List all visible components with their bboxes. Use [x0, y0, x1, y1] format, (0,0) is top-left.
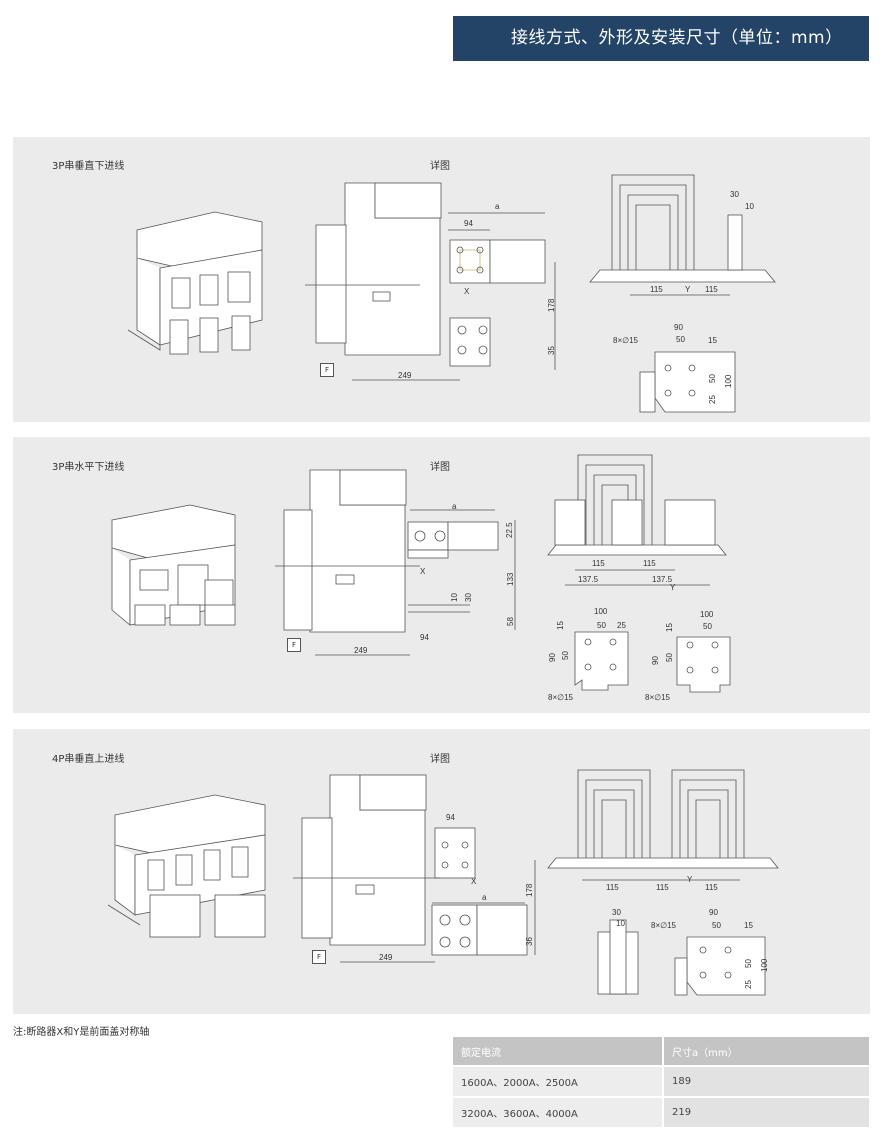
- dim-label: 115: [643, 559, 656, 568]
- dim-label: 8×∅15: [613, 336, 638, 345]
- dim-label: 50: [744, 959, 753, 968]
- dim-label: 50: [708, 374, 717, 383]
- dim-label: 15: [556, 621, 565, 630]
- dim-label: 50: [665, 653, 674, 662]
- dim-label: 115: [650, 285, 663, 294]
- busbar-front-view-2: [547, 454, 727, 586]
- terminal-plate-detail-2b: [676, 636, 731, 693]
- terminal-plate-detail-3: [597, 919, 766, 996]
- detail-label: 详图: [430, 161, 450, 172]
- column-header: 尺寸a（mm）: [662, 1037, 869, 1065]
- table-cell: 3200A、3600A、4000A: [453, 1098, 662, 1127]
- dim-label: 22.5: [505, 522, 514, 538]
- dim-label: 94: [446, 813, 455, 822]
- dim-label: 137.5: [652, 575, 673, 584]
- dim-label: 249: [379, 953, 393, 962]
- axis-note: 注:断路器X和Y是前面盖对称轴: [13, 1027, 150, 1038]
- detail-label: 详图: [430, 754, 450, 765]
- dim-label: 90: [674, 323, 683, 332]
- busbar-front-view-3: [547, 769, 779, 881]
- dim-label: 58: [506, 617, 515, 626]
- breaker-3d-view-1: [127, 211, 263, 355]
- dim-label: 50: [676, 335, 685, 344]
- table-cell: 189: [662, 1067, 869, 1096]
- breaker-side-view-2: [275, 469, 516, 656]
- dim-label: 30: [464, 593, 473, 602]
- dim-label: 30: [612, 908, 621, 917]
- dim-label: 115: [705, 883, 718, 892]
- dim-label: 133: [506, 572, 515, 586]
- axis-label: X: [420, 567, 426, 576]
- dim-label: 178: [547, 298, 556, 312]
- dim-label: 8×∅15: [645, 693, 670, 702]
- dim-label: 100: [760, 958, 769, 972]
- dim-label: 30: [730, 190, 739, 199]
- breaker-side-view-3: [293, 774, 536, 963]
- dim-label: 50: [703, 622, 712, 631]
- table-cell: 1600A、2000A、2500A: [453, 1067, 662, 1096]
- axis-label: Y: [685, 285, 691, 294]
- dim-label: 50: [712, 921, 721, 930]
- dim-label: 15: [665, 623, 674, 632]
- breaker-3d-view-3: [107, 794, 266, 938]
- table-cell: 219: [662, 1098, 869, 1127]
- dim-label: 25: [708, 395, 717, 404]
- dim-label: 25: [744, 980, 753, 989]
- breaker-side-view-1: [305, 182, 556, 381]
- dim-label: 94: [464, 219, 473, 228]
- dim-label: a: [452, 502, 457, 511]
- table-row: 3200A、3600A、4000A 219: [453, 1098, 869, 1127]
- dim-label: 115: [705, 285, 718, 294]
- dim-label: 10: [450, 593, 459, 602]
- axis-label: Y: [687, 875, 693, 884]
- axis-label: Y: [670, 583, 676, 592]
- breaker-3d-view-2: [111, 504, 236, 626]
- dim-label: 10: [616, 919, 625, 928]
- axis-label: X: [471, 877, 477, 886]
- terminal-plate-detail-1: [639, 351, 736, 413]
- column-header: 额定电流: [453, 1037, 662, 1065]
- dim-label: 137.5: [578, 575, 599, 584]
- dim-label: 249: [354, 646, 368, 655]
- table-header-row: 额定电流 尺寸a（mm）: [453, 1037, 869, 1065]
- dim-label: 100: [700, 610, 714, 619]
- dim-label: 15: [708, 336, 717, 345]
- dim-label: a: [495, 202, 500, 211]
- dim-label: 90: [651, 656, 660, 665]
- panel-title: 3P串垂直下进线: [52, 161, 125, 172]
- section-header: 接线方式、外形及安装尺寸（单位：mm）: [453, 16, 869, 61]
- dim-label: 115: [606, 883, 619, 892]
- dim-label: 178: [525, 883, 534, 897]
- dim-label: 50: [561, 651, 570, 660]
- dim-label: 8×∅15: [651, 921, 676, 930]
- terminal-plate-detail-2a: [574, 631, 629, 691]
- dim-label: 90: [709, 908, 718, 917]
- dim-label: 249: [398, 371, 412, 380]
- dim-label: 25: [617, 621, 626, 630]
- rated-current-table: 额定电流 尺寸a（mm） 1600A、2000A、2500A 189 3200A…: [453, 1035, 869, 1129]
- dim-label: 115: [592, 559, 605, 568]
- dim-label: 8×∅15: [548, 693, 573, 702]
- dim-label: 50: [597, 621, 606, 630]
- dim-label: 35: [547, 346, 556, 355]
- dim-label: 90: [548, 653, 557, 662]
- dim-label: a: [482, 893, 487, 902]
- dim-label: 36: [525, 937, 534, 946]
- dim-label: 10: [745, 202, 754, 211]
- dim-label: 100: [594, 607, 608, 616]
- dim-label: 94: [420, 633, 429, 642]
- dim-label: 100: [724, 374, 733, 388]
- panel-title: 4P串垂直上进线: [52, 754, 125, 765]
- panel-title: 3P串水平下进线: [52, 462, 125, 473]
- busbar-front-view-1: [589, 174, 776, 296]
- front-reference-box: F: [312, 950, 326, 964]
- front-reference-box: F: [320, 363, 334, 377]
- axis-label: X: [464, 287, 470, 296]
- front-reference-box: F: [287, 638, 301, 652]
- table-row: 1600A、2000A、2500A 189: [453, 1067, 869, 1096]
- dim-label: 15: [744, 921, 753, 930]
- detail-label: 详图: [430, 462, 450, 473]
- dim-label: 115: [656, 883, 669, 892]
